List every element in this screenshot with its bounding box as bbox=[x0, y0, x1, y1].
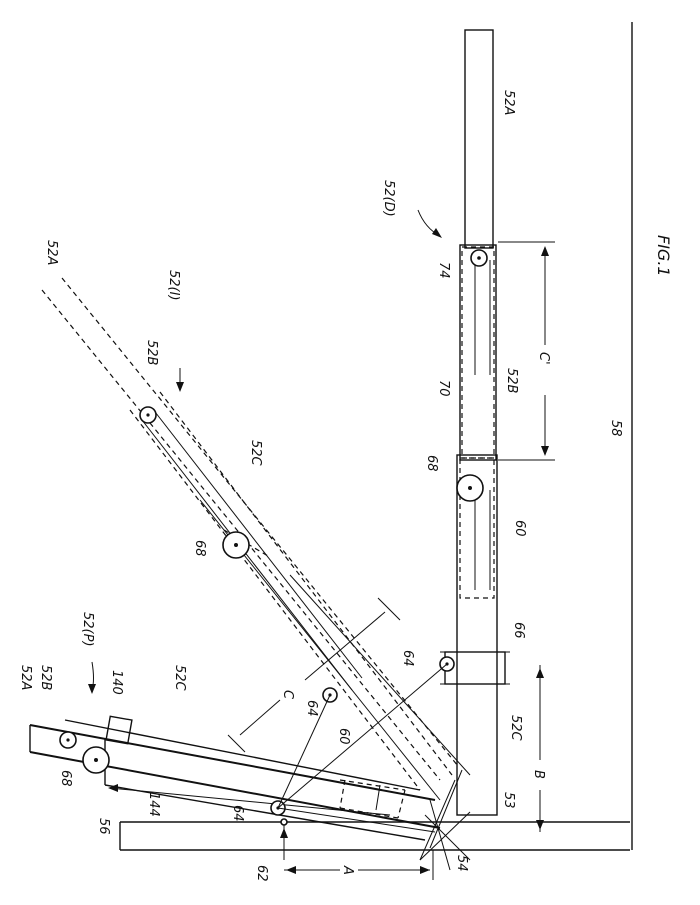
label-52D: 52(D) bbox=[381, 180, 396, 217]
label-52A-left: 52A bbox=[18, 665, 33, 690]
label-60-right: 60 bbox=[512, 520, 527, 537]
label-64-right: 64 bbox=[400, 650, 415, 667]
label-52C-right: 52C bbox=[508, 715, 523, 742]
label-52A-top: 52A bbox=[44, 240, 59, 265]
labels: 52A 52(I) 52B 52C 68 52A 52(D) 74 70 52B… bbox=[18, 90, 673, 882]
label-64-center: 64 bbox=[304, 700, 319, 717]
figure-label: FIG.1 bbox=[654, 235, 673, 277]
leader-lines bbox=[88, 210, 442, 694]
label-140: 140 bbox=[109, 670, 124, 695]
label-52B-left: 52B bbox=[38, 665, 53, 691]
label-54: 54 bbox=[454, 855, 469, 872]
label-64-left: 64 bbox=[230, 805, 245, 822]
label-66: 66 bbox=[511, 622, 526, 639]
wall-56 bbox=[120, 822, 630, 850]
label-B: B bbox=[531, 770, 546, 779]
label-52B-right: 52B bbox=[504, 368, 519, 394]
label-52B-mid: 52B bbox=[144, 340, 159, 366]
label-68-right: 68 bbox=[424, 455, 439, 472]
label-52I: 52(I) bbox=[166, 270, 181, 301]
label-A: A bbox=[340, 865, 355, 875]
label-52P: 52(P) bbox=[80, 612, 95, 647]
label-56: 56 bbox=[96, 818, 111, 835]
label-C: C bbox=[280, 690, 295, 700]
label-144: 144 bbox=[146, 792, 161, 817]
label-52A-right: 52A bbox=[501, 90, 516, 115]
label-74: 74 bbox=[436, 262, 451, 279]
label-58: 58 bbox=[608, 420, 623, 437]
rail-52I bbox=[42, 278, 470, 800]
label-52C-left: 52C bbox=[172, 665, 187, 692]
label-70: 70 bbox=[436, 380, 451, 397]
rail-52P bbox=[30, 664, 447, 880]
rail-52D bbox=[440, 30, 555, 832]
label-60-center: 60 bbox=[336, 728, 351, 745]
label-53: 53 bbox=[501, 792, 516, 809]
label-68-mid: 68 bbox=[192, 540, 207, 557]
label-62: 62 bbox=[254, 865, 269, 882]
label-68-left: 68 bbox=[58, 770, 73, 787]
label-Cprime: C' bbox=[536, 352, 551, 365]
label-52C-mid: 52C bbox=[248, 440, 263, 467]
